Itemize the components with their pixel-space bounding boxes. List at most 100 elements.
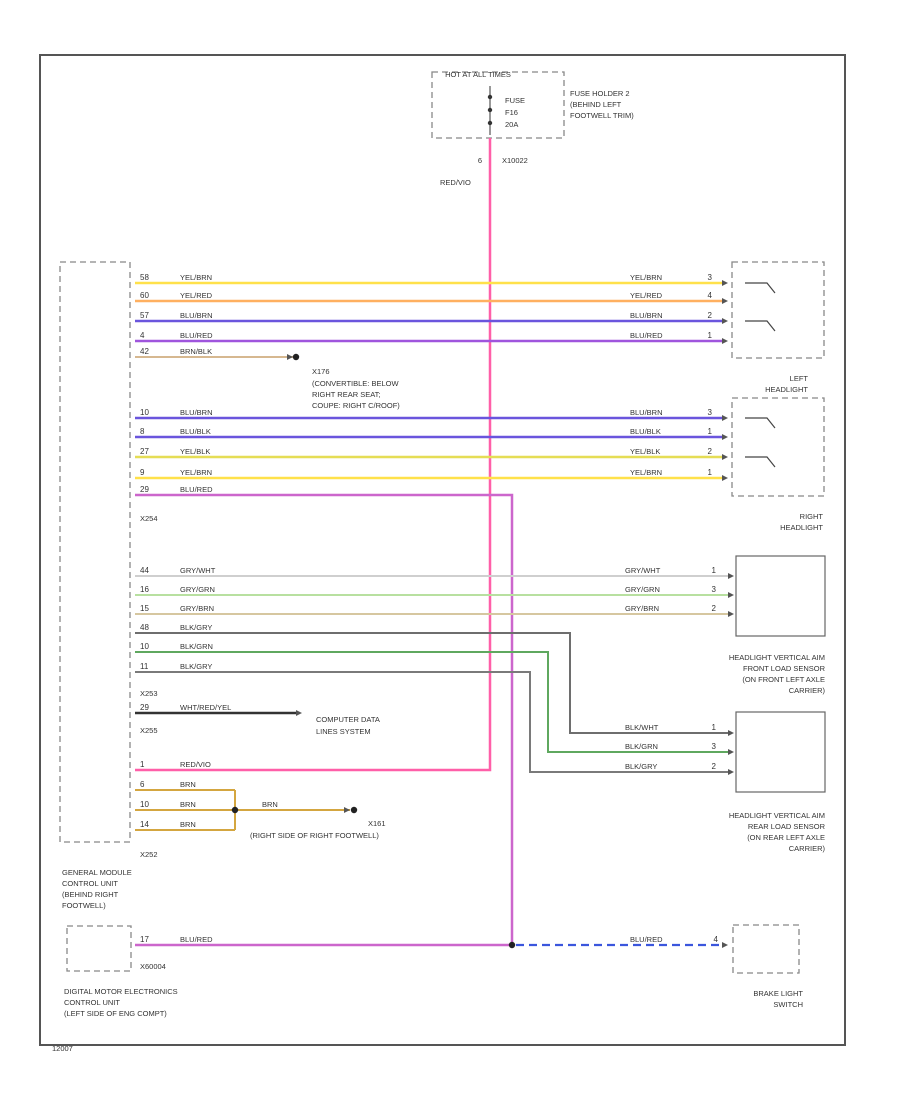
fuse-terminal-pin: 6 (478, 156, 482, 165)
front-load-sensor-label: FRONT LOAD SENSOR (743, 664, 826, 673)
rear-load-sensor-label: REAR LOAD SENSOR (748, 822, 826, 831)
headlight-pin-number: 1 (708, 331, 713, 340)
ground-point-desc: RIGHT REAR SEAT; (312, 390, 381, 399)
fuse-terminal-icon (487, 107, 493, 113)
sensor-pin-number: 3 (712, 742, 717, 751)
wire-color-code: YEL/BRN (630, 273, 662, 282)
front-load-sensor-box (735, 555, 826, 637)
general-module-label: FOOTWELL) (62, 901, 106, 910)
dme-label: CONTROL UNIT (64, 998, 120, 1007)
wire-color-code: RED/VIO (180, 760, 211, 769)
gm-pin-number: 44 (140, 566, 149, 575)
connector-arrow-icon (722, 280, 728, 286)
wire-color-code: BRN (180, 820, 196, 829)
connector-arrow-icon (722, 475, 728, 481)
wire-color-code: BLK/GRY (180, 662, 212, 671)
dme-box (66, 925, 132, 972)
diagram-frame (39, 54, 846, 1046)
fuse-terminal-icon (487, 94, 493, 100)
ground-point-desc: COUPE: RIGHT C/ROOF) (312, 401, 400, 410)
wire-color-code: BLK/GRN (625, 742, 658, 751)
hot-at-all-times-label: HOT AT ALL TIMES (445, 70, 511, 79)
connector-x253-label: X253 (140, 689, 158, 698)
wire-color-code: YEL/BLK (180, 447, 210, 456)
ground-point-label: X161 (368, 819, 386, 828)
sensor-pin-number: 1 (712, 566, 717, 575)
fuse-terminal-icon (487, 120, 493, 126)
wire-color-code: YEL/BRN (180, 468, 212, 477)
ground-junction-dot (231, 806, 239, 814)
brake-switch-pin-number: 4 (714, 935, 719, 944)
fuse-holder-label: (BEHIND LEFT (570, 100, 622, 109)
wire-color-code: YEL/BRN (180, 273, 212, 282)
sensor-pin-number: 2 (712, 762, 717, 771)
headlight-pin-number: 4 (708, 291, 713, 300)
wire-color-code: BLK/GRY (625, 762, 657, 771)
left-headlight-label: LEFT (790, 374, 809, 383)
general-module-box (59, 261, 131, 843)
gm-pin-number: 10 (140, 642, 149, 651)
wire-color-code: YEL/BRN (630, 468, 662, 477)
gm-pin-number: 14 (140, 820, 149, 829)
gm-pin-number: 6 (140, 780, 145, 789)
connector-arrow-icon (728, 769, 734, 775)
wire-color-code: GRY/GRN (180, 585, 215, 594)
right-headlight-label: HEADLIGHT (780, 523, 823, 532)
wire-color-code: BLU/BRN (630, 408, 663, 417)
dme-connector-label: X60004 (140, 962, 166, 971)
connector-arrow-icon (722, 298, 728, 304)
ground-splice-dot (350, 806, 358, 814)
sensor-pin-number: 2 (712, 604, 717, 613)
wire-color-code: BRN (180, 780, 196, 789)
rear-load-sensor-label: HEADLIGHT VERTICAL AIM (729, 811, 825, 820)
headlight-pin-number: 2 (708, 311, 713, 320)
fuse-wire-code: RED/VIO (440, 178, 471, 187)
wire-color-code: BLU/RED (630, 935, 663, 944)
wire-color-code: GRY/BRN (625, 604, 659, 613)
wire-color-code: BLU/RED (180, 331, 213, 340)
wire-color-code: BLK/GRY (180, 623, 212, 632)
gm-pin-number: 1 (140, 760, 145, 769)
fuse-holder-label: FOOTWELL TRIM) (570, 111, 634, 120)
connector-arrow-icon (728, 749, 734, 755)
wire-color-code: YEL/RED (630, 291, 663, 300)
wire-color-code: YEL/RED (180, 291, 213, 300)
gm-pin-number: 48 (140, 623, 149, 632)
headlight-pin-number: 2 (708, 447, 713, 456)
gm-pin-number: 8 (140, 427, 145, 436)
wire-color-code: BLU/BRN (180, 311, 213, 320)
wire-color-code: BRN (180, 800, 196, 809)
gm-pin-number: 29 (140, 703, 149, 712)
ground-point-label: X176 (312, 367, 330, 376)
connector-x254-label: X254 (140, 514, 158, 523)
wire-color-code: GRY/BRN (180, 604, 214, 613)
wire-rear-sensor (135, 671, 728, 773)
rear-load-sensor-box (735, 711, 826, 793)
arrow-icon (344, 807, 350, 813)
connector-arrow-icon (728, 611, 734, 617)
ground-splice-dot (292, 353, 300, 361)
connector-arrow-icon (722, 415, 728, 421)
arrow-icon (287, 354, 293, 360)
right-headlight-label: RIGHT (800, 512, 824, 521)
gm-pin-number: 16 (140, 585, 149, 594)
power-wire-red-vio (135, 138, 492, 772)
gm-pin-number: 15 (140, 604, 149, 613)
connector-x255-label: X255 (140, 726, 158, 735)
general-module-label: GENERAL MODULE (62, 868, 132, 877)
gm-pin-number: 10 (140, 800, 149, 809)
diagram-footer-code: 12007 (52, 1044, 73, 1053)
gm-pin-number: 11 (140, 662, 149, 671)
connector-arrow-icon (728, 573, 734, 579)
brake-splice-dot (508, 941, 516, 949)
headlight-pin-number: 3 (708, 408, 713, 417)
sensor-pin-number: 3 (712, 585, 717, 594)
wire-color-code: WHT/RED/YEL (180, 703, 231, 712)
front-load-sensor-label: HEADLIGHT VERTICAL AIM (729, 653, 825, 662)
lamp-icon (745, 417, 776, 429)
wire-color-code: BLU/RED (180, 485, 213, 494)
wire-rear-sensor (135, 632, 728, 734)
connector-arrow-icon (722, 942, 728, 948)
wire-color-code: BLU/BRN (180, 408, 213, 417)
fuse-label: 20A (505, 120, 518, 129)
